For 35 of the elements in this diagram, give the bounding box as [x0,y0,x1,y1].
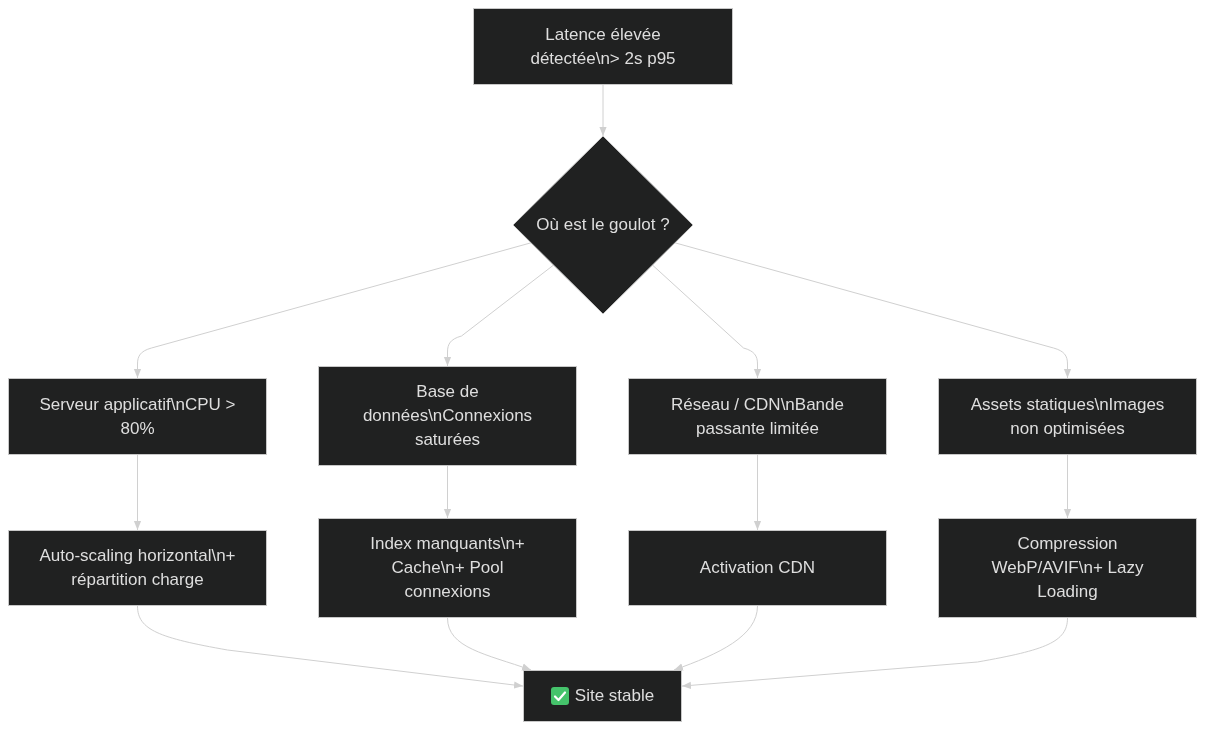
arrow [133,454,142,531]
step-text: Index manquants\n+ Cache\n+ Pool connexions [369,533,526,603]
question-text: Où est le goulot ? [536,214,670,236]
arrow [137,605,524,689]
arrow [447,617,532,671]
arrow [133,242,532,379]
arrow [599,84,607,137]
arrow [674,242,1072,379]
arrow [673,605,758,671]
process-box [628,530,887,606]
process-box [318,366,577,466]
process-box [8,530,267,606]
step-text: Base de données\nConnexions saturées [361,381,534,451]
step-text: Compression WebP/AVIF\n+ Lazy Loading [990,533,1145,603]
result-text: Site stable [574,685,655,707]
process-box [8,378,267,455]
arrow [443,465,452,519]
process-box [318,518,577,618]
step-text: Réseau / CDN\nBande passante limitée [670,393,845,440]
arrow [753,454,762,531]
process-box [473,8,733,85]
step-text: Serveur applicatif\nCPU > 80% [38,393,237,440]
step-text: Auto-scaling horizontal\n+ répartition charge [38,545,237,591]
step-text: Assets statiques\nImages non optimisées [969,393,1166,440]
process-box [523,670,682,722]
process-box [938,518,1197,618]
process-box [628,378,887,455]
arrow [443,264,554,367]
step-text: Activation CDN [699,557,816,579]
arrow [1063,454,1072,519]
process-box [938,378,1197,455]
arrow [681,617,1068,689]
decision-diamond [513,136,693,314]
arrow [652,264,762,379]
step-text: Latence élevée détectée\n> 2s p95 [529,23,677,70]
